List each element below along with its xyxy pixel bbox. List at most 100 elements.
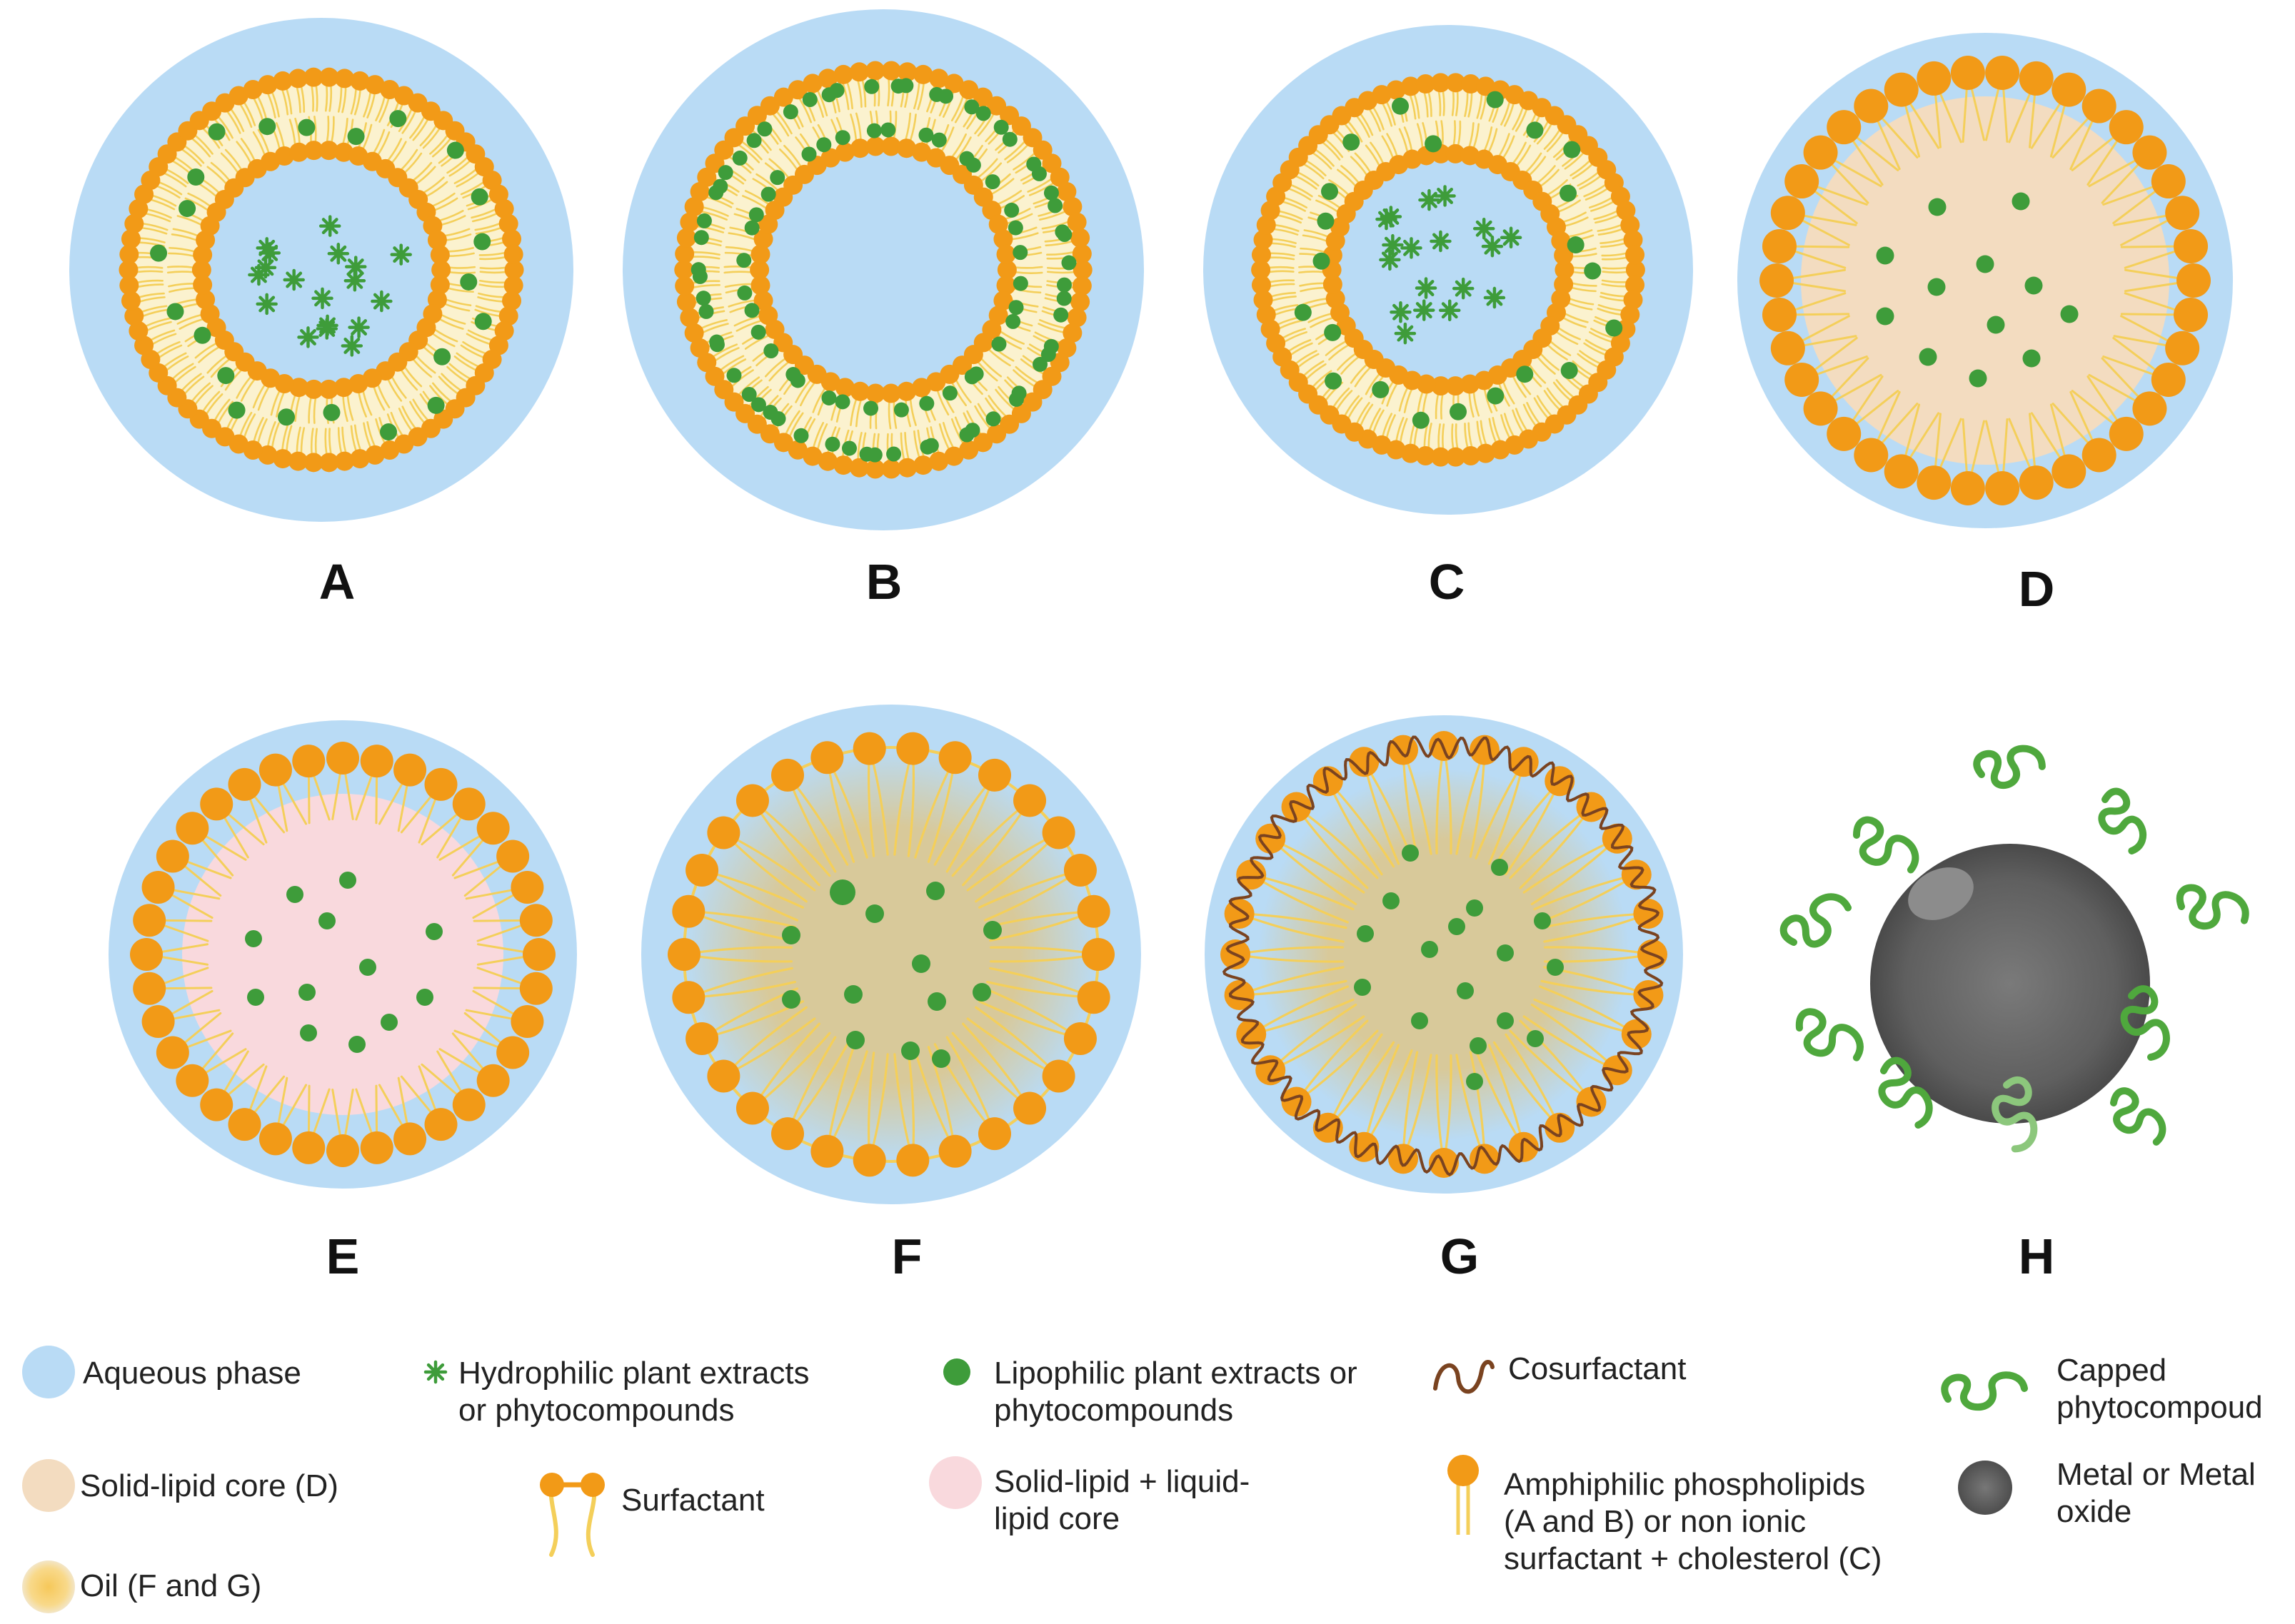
- lipid-head: [686, 1022, 719, 1055]
- lipid-head: [833, 64, 853, 84]
- lipid-tail: [1283, 196, 1308, 208]
- lipid-tail: [1039, 319, 1066, 329]
- lipid-tail: [184, 145, 205, 164]
- lipid-tail: [390, 411, 403, 437]
- phytocompound-dot: [2024, 276, 2043, 295]
- lipid-head: [1490, 440, 1510, 460]
- lipid-head: [881, 136, 901, 156]
- lipid-tail: [445, 298, 472, 306]
- lipid-tail: [363, 422, 372, 449]
- legend-line: Oil (F and G): [80, 1568, 262, 1603]
- lipid-head: [1077, 894, 1110, 928]
- lipid-tail: [239, 103, 253, 128]
- lipid-head: [124, 213, 144, 233]
- lipid-head: [1762, 298, 1797, 333]
- lipid-tail: [337, 427, 343, 454]
- lipid-head: [141, 1005, 175, 1039]
- lipid-tail: [281, 89, 289, 116]
- phytocompound-dot: [300, 1024, 317, 1042]
- legend-line: Cosurfactant: [1508, 1351, 1687, 1386]
- lipid-tail: [1368, 108, 1382, 132]
- lipid-head: [1253, 230, 1273, 250]
- lipid-tail: [138, 292, 165, 298]
- lipid-tail: [446, 156, 468, 174]
- lipid-tail: [412, 398, 429, 421]
- lipid-head: [119, 260, 139, 280]
- lipid-head: [1985, 471, 2020, 506]
- lipid-tail: [1344, 395, 1360, 417]
- lipid-tail: [1547, 179, 1568, 196]
- lipid-head: [1475, 443, 1495, 463]
- lipid-tail: [328, 85, 333, 112]
- hydrophilic-star: [1472, 218, 1495, 240]
- lipid-tail: [308, 396, 312, 424]
- lipid-head: [675, 244, 695, 264]
- lipid-tail: [141, 226, 168, 235]
- lipid-tail: [951, 133, 968, 158]
- lipid-head: [498, 306, 518, 326]
- lipid-head: [431, 260, 451, 280]
- phytocompound-dot: [737, 285, 753, 301]
- lipid-head: [303, 67, 323, 87]
- phytocompound-dot: [446, 141, 464, 159]
- lipid-tail: [799, 381, 815, 407]
- hydrophilic-star: [327, 243, 350, 265]
- lipid-tail: [206, 166, 228, 185]
- lipid-tail: [415, 355, 436, 374]
- lipid-head: [1623, 230, 1643, 250]
- legend-cosurfactant-label: Cosurfactant: [1508, 1351, 1686, 1388]
- mixed-lipid-core: [182, 794, 503, 1115]
- phytocompound-dot: [757, 121, 773, 137]
- lipid-tail: [712, 343, 738, 358]
- phytocompound-dot: [893, 402, 909, 418]
- lipid-head: [119, 244, 139, 264]
- lipid-head: [2174, 228, 2209, 263]
- lipid-tail: [950, 95, 964, 122]
- lipid-tail: [144, 317, 171, 328]
- lipid-head: [1057, 182, 1077, 202]
- lipid-head: [1917, 465, 1952, 500]
- lipid-head: [519, 904, 553, 937]
- lipid-tail: [1034, 331, 1061, 344]
- phytocompound-dot: [339, 872, 356, 889]
- lipid-head: [1625, 260, 1645, 280]
- lipid-head: [1445, 143, 1465, 163]
- lipid-head: [1281, 792, 1312, 822]
- lipid-tail: [768, 361, 790, 382]
- lipid-tail: [1595, 214, 1619, 224]
- lipid-tail: [1295, 175, 1317, 190]
- lipid-head: [2151, 164, 2186, 199]
- lipid-tail: [751, 129, 772, 151]
- lipid-tail: [378, 97, 390, 123]
- lipid-head: [452, 1088, 486, 1121]
- phytocompound-dot: [278, 408, 296, 426]
- lipid-tail: [313, 397, 317, 424]
- lipid-tail: [1564, 313, 1589, 323]
- lipid-tail: [1350, 156, 1368, 176]
- lipid-tail: [1006, 143, 1029, 163]
- lipid-tail: [1602, 271, 1628, 274]
- lipid-tail: [857, 431, 863, 460]
- lipid-head: [1784, 362, 1819, 397]
- lipid-tail: [412, 161, 433, 181]
- phytocompound-dot: [217, 367, 235, 385]
- lipid-head: [865, 383, 885, 403]
- lipid-tail: [300, 86, 306, 113]
- hydrophilic-star: [258, 242, 281, 264]
- lipid-tail: [350, 88, 357, 115]
- phytocompound-dot: [829, 83, 845, 99]
- lipid-tail: [172, 228, 199, 237]
- lipid-tail: [1272, 304, 1299, 312]
- lipid-tail: [176, 215, 203, 226]
- phytocompound-dot: [886, 446, 902, 462]
- lipid-head: [929, 451, 949, 471]
- lipid-tail: [391, 141, 407, 164]
- lipid-tail: [1528, 363, 1547, 384]
- lipid-tail: [1583, 342, 1607, 356]
- lipid-tail: [1537, 165, 1556, 184]
- lipid-head: [494, 321, 514, 341]
- phytocompound-dot: [750, 397, 766, 413]
- phytocompound-dot: [460, 273, 478, 291]
- cosurfactant-chain: [1222, 735, 1664, 1176]
- lipid-tail: [1381, 135, 1394, 159]
